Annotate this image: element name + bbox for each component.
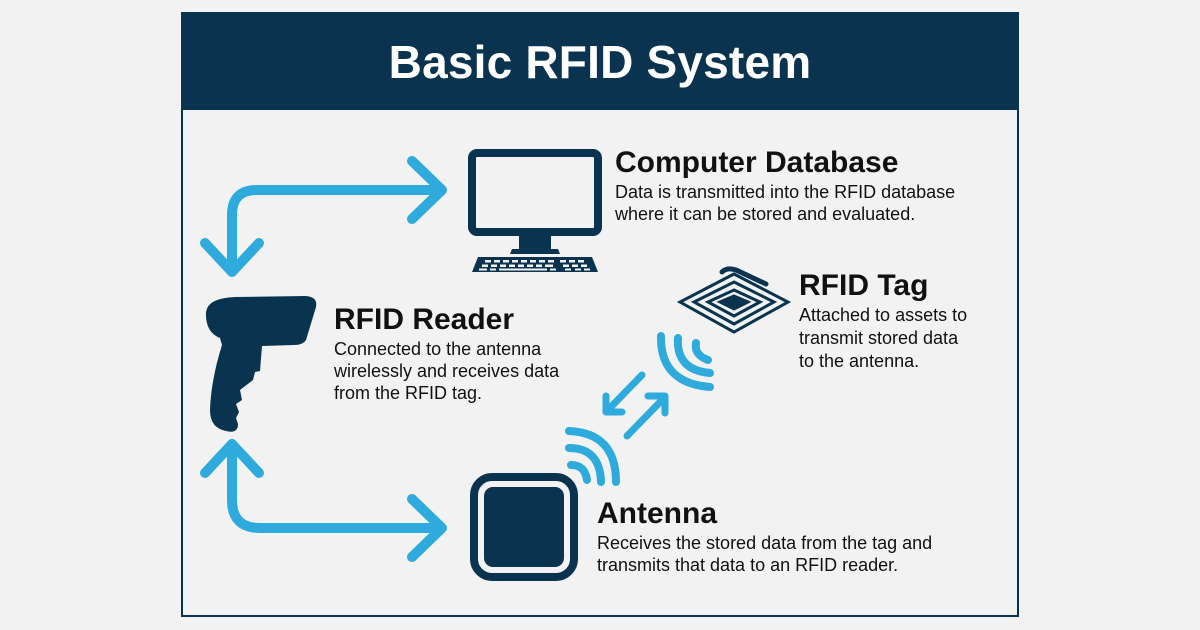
monitor-neck xyxy=(519,236,551,249)
rfid-reader-description: Connected to the antenna wirelessly and … xyxy=(334,338,604,404)
description-line: from the RFID tag. xyxy=(334,383,483,403)
description-line: transmits that data to an RFID reader. xyxy=(597,555,899,575)
rfid-tag-label: RFID Tag Attached to assets to transmit … xyxy=(799,270,1009,373)
arrow-reader-antenna-line xyxy=(227,439,445,533)
description-line: Receives the stored data from the tag an… xyxy=(597,533,933,553)
rfid-reader-title: RFID Reader xyxy=(334,303,515,336)
arrow-to-tag-line xyxy=(623,394,668,440)
arrows-antenna-tag xyxy=(602,371,669,440)
tag-signal-waves-icon xyxy=(656,332,714,391)
arrow-head-right-icon xyxy=(407,156,447,224)
arrow-reader-computer-line xyxy=(227,185,445,275)
arrow-head-down-icon xyxy=(200,238,264,277)
desktop-computer-icon xyxy=(468,149,602,272)
title-banner: Basic RFID System xyxy=(183,14,1017,110)
description-line: transmit stored data xyxy=(799,328,959,348)
description-line: to the antenna. xyxy=(799,351,920,371)
antenna-title: Antenna xyxy=(597,497,717,530)
handheld-scanner-icon xyxy=(205,296,317,432)
computer-database-title: Computer Database xyxy=(615,146,899,179)
rfid-tag-title: RFID Tag xyxy=(799,269,929,302)
description-line: wirelessly and receives data xyxy=(334,361,560,381)
computer-database-label: Computer Database Data is transmitted in… xyxy=(615,147,1015,225)
antenna-signal-waves-icon xyxy=(565,427,620,486)
antenna-square-icon xyxy=(470,473,578,581)
antenna-description: Receives the stored data from the tag an… xyxy=(597,532,997,576)
rfid-tag-description: Attached to assets to transmit stored da… xyxy=(799,304,1009,373)
rfid-reader-label: RFID Reader Connected to the antenna wir… xyxy=(334,304,604,404)
description-line: Attached to assets to xyxy=(799,305,968,325)
monitor-screen xyxy=(468,149,602,236)
arrow-to-tag-head-icon xyxy=(644,392,669,417)
antenna-label: Antenna Receives the stored data from th… xyxy=(597,498,997,576)
keyboard-keys xyxy=(479,260,590,271)
description-line: Connected to the antenna xyxy=(334,339,542,359)
description-line: Data is transmitted into the RFID databa… xyxy=(615,182,956,202)
arrow-to-antenna-line xyxy=(602,371,646,416)
arrow-head-up-icon xyxy=(200,439,264,478)
computer-database-description: Data is transmitted into the RFID databa… xyxy=(615,181,1015,225)
arrow-head-right-icon xyxy=(407,494,447,562)
arrow-reader-computer xyxy=(200,156,447,277)
description-line: where it can be stored and evaluated. xyxy=(615,204,916,224)
diagram-title: Basic RFID System xyxy=(388,36,812,88)
diagram-frame: Basic RFID System xyxy=(181,12,1019,617)
monitor-base xyxy=(510,249,560,254)
rfid-tag-coil-icon xyxy=(676,266,792,334)
arrow-to-antenna-head-icon xyxy=(602,392,626,416)
arrow-reader-antenna xyxy=(200,439,447,562)
